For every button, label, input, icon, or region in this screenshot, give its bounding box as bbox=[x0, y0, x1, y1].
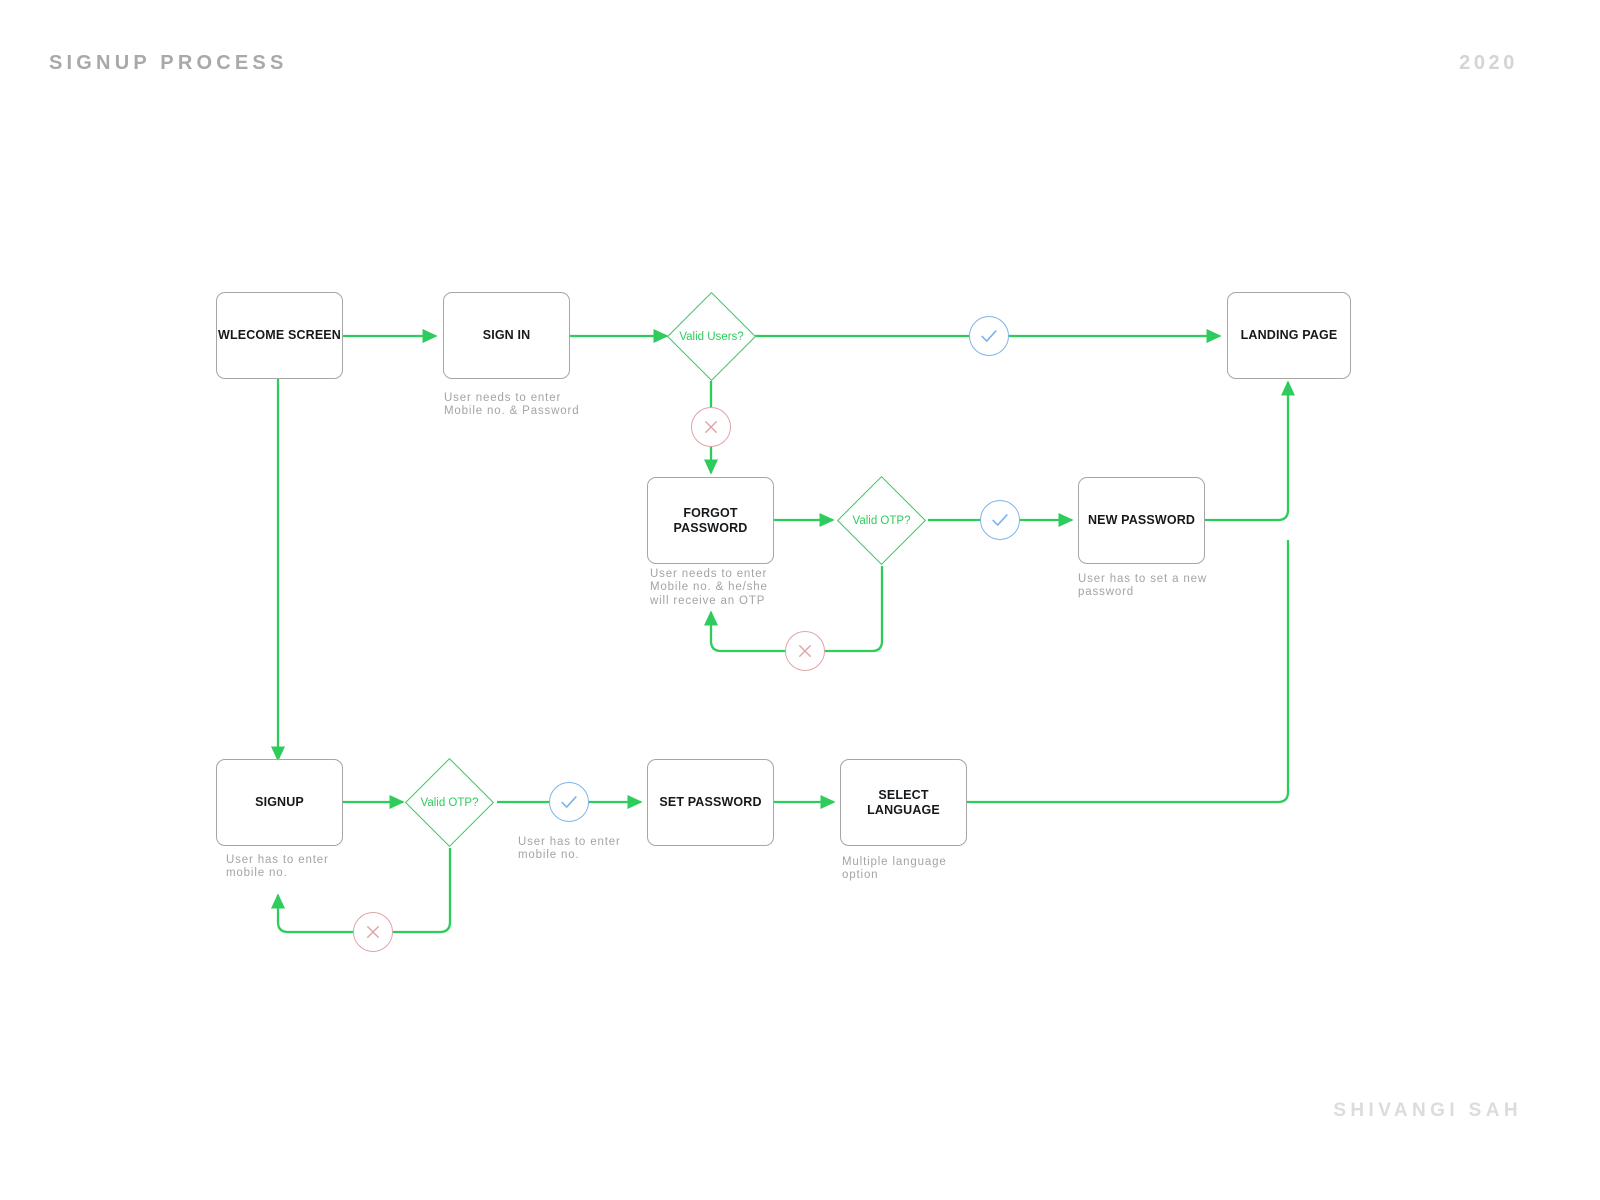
cross-circle-icon bbox=[785, 631, 825, 671]
node-label: SIGN IN bbox=[482, 328, 531, 342]
annotation-sign-in: User needs to enter Mobile no. & Passwor… bbox=[444, 392, 580, 418]
check-circle-icon bbox=[969, 316, 1009, 356]
page-title: SIGNUP PROCESS bbox=[49, 52, 288, 74]
annotation-set-password: User has to enter mobile no. bbox=[518, 836, 621, 862]
year-label: 2020 bbox=[1459, 52, 1518, 74]
node-label: SELECT LANGUAGE bbox=[867, 787, 940, 817]
check-circle-icon bbox=[549, 782, 589, 822]
cross-circle-icon bbox=[353, 912, 393, 952]
annotation-forgot-password: User needs to enter Mobile no. & he/she … bbox=[650, 568, 768, 607]
edge-selectlang-to-landing bbox=[966, 540, 1290, 804]
node-select-language[interactable]: SELECT LANGUAGE bbox=[840, 759, 967, 846]
node-label: SIGNUP bbox=[255, 795, 304, 809]
check-circle-icon bbox=[980, 500, 1020, 540]
annotation-signup: User has to enter mobile no. bbox=[226, 854, 329, 880]
cross-circle-icon bbox=[691, 407, 731, 447]
edge-newpass-to-landing bbox=[1205, 380, 1296, 522]
footer-credit: SHIVANGI SAH bbox=[1333, 1100, 1522, 1121]
node-label: SET PASSWORD bbox=[659, 795, 762, 809]
node-label: Valid Users? bbox=[679, 330, 744, 343]
node-label: Valid OTP? bbox=[420, 796, 479, 809]
node-sign-in[interactable]: SIGN IN bbox=[443, 292, 570, 379]
node-set-password[interactable]: SET PASSWORD bbox=[647, 759, 774, 846]
annotation-select-language: Multiple language option bbox=[842, 856, 947, 882]
node-landing-page[interactable]: LANDING PAGE bbox=[1227, 292, 1351, 379]
node-valid-otp-2-decision[interactable]: Valid OTP? bbox=[404, 757, 495, 848]
node-label: FORGOT PASSWORD bbox=[673, 505, 748, 535]
node-label: WLECOME SCREEN bbox=[218, 328, 341, 342]
node-welcome-screen[interactable]: WLECOME SCREEN bbox=[216, 292, 343, 379]
node-label: LANDING PAGE bbox=[1240, 328, 1338, 342]
node-valid-users-decision[interactable]: Valid Users? bbox=[666, 291, 757, 382]
node-valid-otp-1-decision[interactable]: Valid OTP? bbox=[836, 475, 927, 566]
node-label: Valid OTP? bbox=[852, 514, 911, 527]
node-new-password[interactable]: NEW PASSWORD bbox=[1078, 477, 1205, 564]
annotation-new-password: User has to set a new password bbox=[1078, 573, 1208, 599]
node-signup[interactable]: SIGNUP bbox=[216, 759, 343, 846]
node-forgot-password[interactable]: FORGOT PASSWORD bbox=[647, 477, 774, 564]
node-label: NEW PASSWORD bbox=[1087, 513, 1196, 527]
